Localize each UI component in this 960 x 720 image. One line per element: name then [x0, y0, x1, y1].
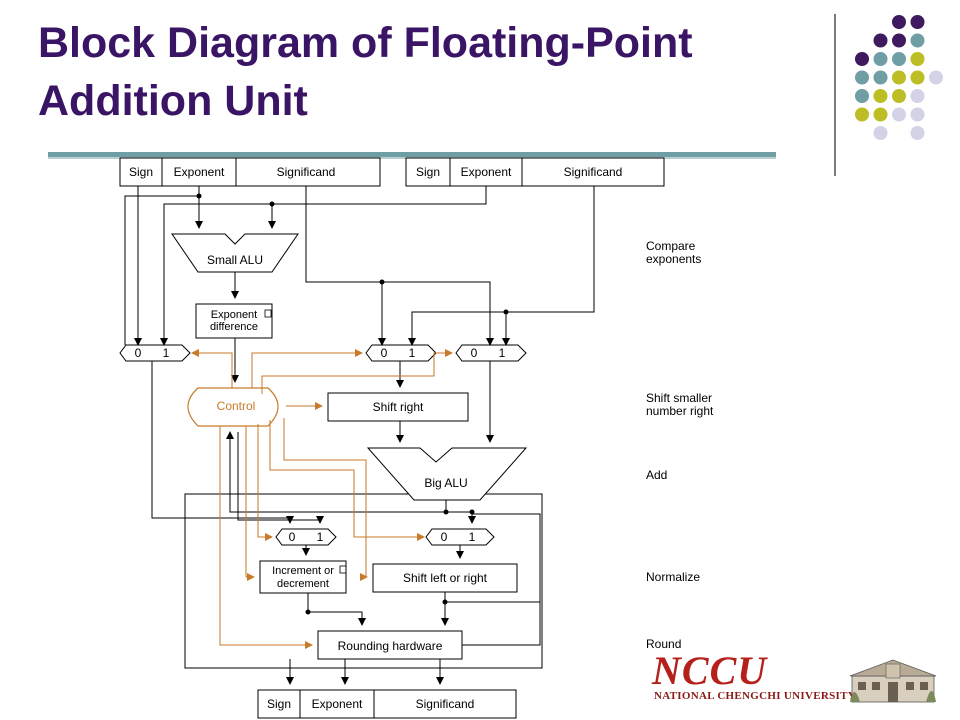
increment-decrement-box: Increment or decrement — [259, 560, 347, 594]
exp-diff-line2: difference — [210, 321, 258, 333]
mux-significand-larger: 0 1 — [455, 344, 527, 362]
mux1-zero: 0 — [135, 346, 142, 360]
small-alu-label: Small ALU — [207, 253, 263, 267]
mux2-zero: 0 — [381, 346, 388, 360]
reg2-sign-label: Sign — [416, 165, 440, 179]
control-wires — [191, 349, 453, 649]
incdec-line1: Increment or — [272, 565, 334, 577]
building-icon — [849, 659, 937, 703]
mux3-zero: 0 — [471, 346, 478, 360]
step-round: Round — [646, 637, 682, 651]
reg1-exponent-label: Exponent — [174, 165, 225, 179]
mux-exponent: 0 1 — [119, 344, 191, 362]
nccu-logo: NCCU NATIONAL CHENGCHI UNIVERSITY — [648, 650, 948, 710]
mux2-one: 1 — [409, 346, 416, 360]
exp-diff-line1: Exponent — [211, 309, 257, 321]
incdec-line2: decrement — [277, 578, 329, 590]
input-register-1: Sign Exponent Significand — [119, 157, 381, 187]
big-alu-label: Big ALU — [424, 476, 467, 490]
mux5-zero: 0 — [441, 530, 448, 544]
divider-line — [834, 14, 836, 176]
shift-right-label: Shift right — [373, 400, 424, 414]
page-title: Block Diagram of Floating-Point Addition… — [38, 19, 693, 125]
step-compare-exponents: Compare exponents — [646, 239, 702, 266]
control-label: Control — [217, 399, 256, 413]
out-sign-label: Sign — [267, 697, 291, 711]
logo-university-name: NATIONAL CHENGCHI UNIVERSITY — [654, 690, 856, 702]
reg2-exponent-label: Exponent — [461, 165, 512, 179]
control-unit: Control — [187, 387, 279, 427]
mux4-one: 1 — [317, 530, 324, 544]
shift-right-box: Shift right — [327, 392, 469, 422]
normalize-round-frame — [184, 493, 543, 669]
out-significand-label: Significand — [416, 697, 475, 711]
mux3-one: 1 — [499, 346, 506, 360]
junction-dots — [196, 193, 509, 615]
output-register: Sign Exponent Significand — [257, 689, 517, 719]
step-add: Add — [646, 468, 668, 482]
step-normalize: Normalize — [646, 570, 701, 584]
out-exponent-label: Exponent — [312, 697, 363, 711]
logo-script: NCCU — [652, 648, 768, 693]
shift-left-right-box: Shift left or right — [372, 563, 518, 593]
glyph-boxes — [264, 309, 347, 574]
data-wires — [124, 186, 595, 685]
shift-lr-label: Shift left or right — [403, 571, 488, 585]
mux-significand-smaller: 0 1 — [365, 344, 437, 362]
mux-normalize-exponent: 0 1 — [275, 528, 337, 546]
input-register-2: Sign Exponent Significand — [405, 157, 665, 187]
reg1-sign-label: Sign — [129, 165, 153, 179]
rounding-hardware-box: Rounding hardware — [317, 630, 463, 660]
big-alu: Big ALU — [366, 447, 528, 501]
reg2-significand-label: Significand — [564, 165, 623, 179]
mux-normalize-significand: 0 1 — [425, 528, 495, 546]
mux5-one: 1 — [469, 530, 476, 544]
small-alu: Small ALU — [171, 233, 299, 273]
exponent-difference-box: Exponent difference — [195, 303, 273, 339]
mux1-one: 1 — [163, 346, 170, 360]
reg1-significand-label: Significand — [277, 165, 336, 179]
mux4-zero: 0 — [289, 530, 296, 544]
step-shift-smaller: Shift smaller number right — [646, 391, 714, 418]
rounding-label: Rounding hardware — [338, 639, 443, 653]
